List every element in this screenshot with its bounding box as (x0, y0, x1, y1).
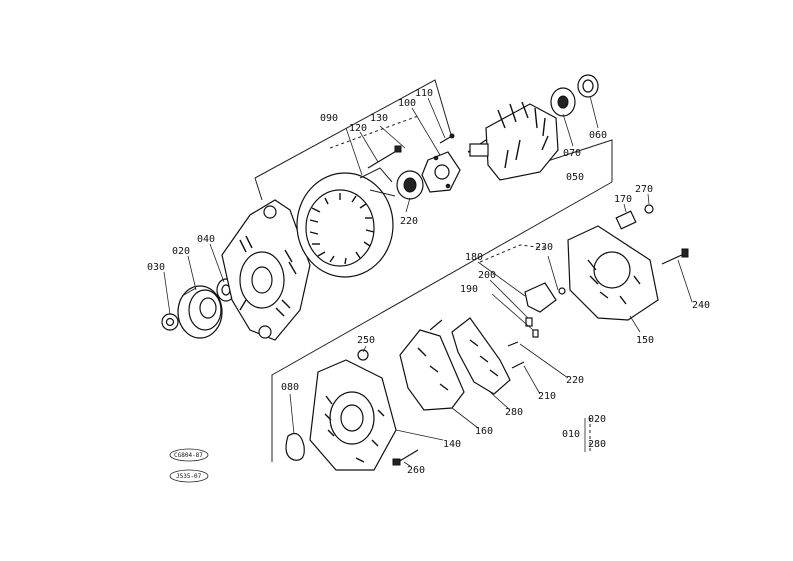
callout-170: 170 (614, 194, 632, 205)
callout-240: 240 (692, 300, 710, 311)
callout-140: 140 (443, 439, 461, 450)
callout-220-stator: 220 (400, 216, 418, 227)
cover-bolt-part (661, 248, 689, 265)
leader-lines (163, 95, 693, 467)
terminal-nut-part (357, 349, 369, 361)
callout-060: 060 (589, 130, 607, 141)
callout-280: 280 (505, 407, 523, 418)
callout-070: 070 (563, 148, 581, 159)
callout-200: 200 (478, 270, 496, 281)
figure-codes: CG804-87 J535-07 (169, 448, 209, 483)
rectifier-screws-part (507, 341, 525, 369)
rear-cover-part (567, 225, 659, 321)
callout-190: 190 (460, 284, 478, 295)
bearing-part (396, 170, 424, 200)
callout-030: 030 (147, 262, 165, 273)
rear-bearing-part (550, 87, 576, 117)
assembly-boundary-lines (254, 79, 613, 462)
callout-130: 130 (370, 113, 388, 124)
mounting-bolt-part (392, 449, 419, 466)
figure-code-2: J535-07 (176, 473, 202, 480)
screw-part (439, 133, 455, 144)
callout-120: 120 (349, 123, 367, 134)
through-bolt-part (367, 145, 402, 169)
rear-housing-part (309, 359, 397, 471)
callout-020: 020 (172, 246, 190, 257)
callout-160: 160 (475, 426, 493, 437)
callout-020-set: 020 (588, 414, 606, 425)
pulley-part (177, 285, 223, 339)
regulator-part (399, 319, 465, 411)
stator-part (296, 167, 396, 278)
o-ring-part (285, 433, 305, 461)
front-housing-part (221, 199, 311, 341)
callout-270: 270 (635, 184, 653, 195)
callout-110: 110 (415, 88, 433, 99)
callout-050: 050 (566, 172, 584, 183)
callout-180: 180 (465, 252, 483, 263)
callout-280-set: 280 (588, 439, 606, 450)
callout-010: 010 (562, 429, 580, 440)
bearing-cover-part (577, 74, 599, 98)
rectifier-part (451, 317, 511, 395)
callout-labels: 030 020 040 090 120 130 100 110 220 070 … (147, 88, 710, 476)
nut-part (161, 313, 179, 331)
callout-210: 210 (538, 391, 556, 402)
capacitor-part (615, 204, 654, 230)
callout-100: 100 (398, 98, 416, 109)
callout-230: 230 (535, 242, 553, 253)
callout-080: 080 (281, 382, 299, 393)
rotor-part (467, 101, 559, 181)
retainer-plate-part (421, 151, 461, 193)
callout-090: 090 (320, 113, 338, 124)
callout-220-rectifier: 220 (566, 375, 584, 386)
callout-150: 150 (636, 335, 654, 346)
callout-040: 040 (197, 234, 215, 245)
figure-code-1: CG804-87 (174, 452, 203, 459)
callout-260: 260 (407, 465, 425, 476)
brush-holder-part (524, 282, 566, 338)
callout-250: 250 (357, 335, 375, 346)
